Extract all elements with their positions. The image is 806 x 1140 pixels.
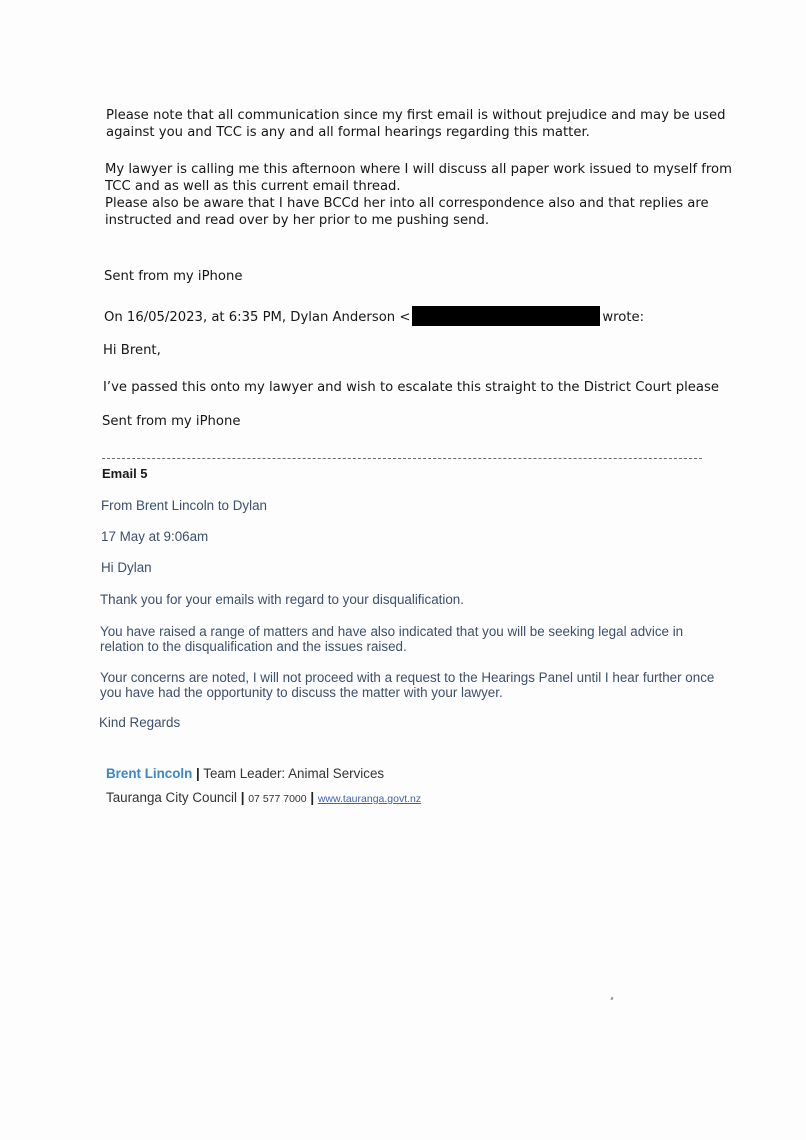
signature-separator-3: | [310, 790, 315, 805]
section-divider [102, 458, 702, 459]
paragraph-lawyer: My lawyer is calling me this afternoon w… [105, 161, 735, 229]
signature-title: Team Leader: Animal Services [203, 766, 385, 781]
quote-prefix: On 16/05/2023, at 6:35 PM, Dylan Anderso… [104, 310, 411, 325]
signature-website-link[interactable]: www.tauranga.govt.nz [317, 793, 422, 805]
email-para-matters-raised: You have raised a range of matters and h… [100, 624, 684, 654]
escalation-message: I’ve passed this onto my lawyer and wish… [103, 380, 719, 395]
greeting-dylan: Hi Dylan [101, 560, 152, 575]
email-5-heading: Email 5 [102, 466, 148, 481]
signature-separator-2: | [240, 790, 245, 805]
paragraph-lawyer-line2: Please also be aware that I have BCCd he… [105, 196, 709, 228]
sent-from-iphone-2: Sent from my iPhone [102, 414, 241, 429]
paragraph-lawyer-line1: My lawyer is calling me this afternoon w… [105, 162, 732, 194]
signature-name: Brent Lincoln [106, 766, 193, 781]
email-from-line: From Brent Lincoln to Dylan [101, 498, 267, 513]
redaction-block [412, 306, 601, 326]
email-closing: Kind Regards [99, 715, 181, 730]
email-para-concerns-noted: Your concerns are noted, I will not proc… [100, 670, 715, 700]
signature-phone: 07 577 7000 [248, 793, 307, 805]
email-date-line: 17 May at 9:06am [101, 529, 209, 544]
quote-suffix: wrote: [602, 310, 645, 325]
signature-line-1: Brent Lincoln | Team Leader: Animal Serv… [106, 766, 384, 781]
greeting-brent: Hi Brent, [103, 343, 161, 358]
signature-separator-1: | [196, 766, 200, 781]
paragraph-without-prejudice: Please note that all communication since… [106, 108, 726, 140]
sent-from-iphone-1: Sent from my iPhone [104, 269, 243, 284]
signature-org: Tauranga City Council [106, 790, 237, 805]
scan-speck [610, 996, 614, 1001]
signature-line-2: Tauranga City Council | 07 577 7000 | ww… [106, 790, 421, 805]
quote-header: On 16/05/2023, at 6:35 PM, Dylan Anderso… [104, 306, 644, 326]
email-para-thanks: Thank you for your emails with regard to… [100, 592, 464, 607]
